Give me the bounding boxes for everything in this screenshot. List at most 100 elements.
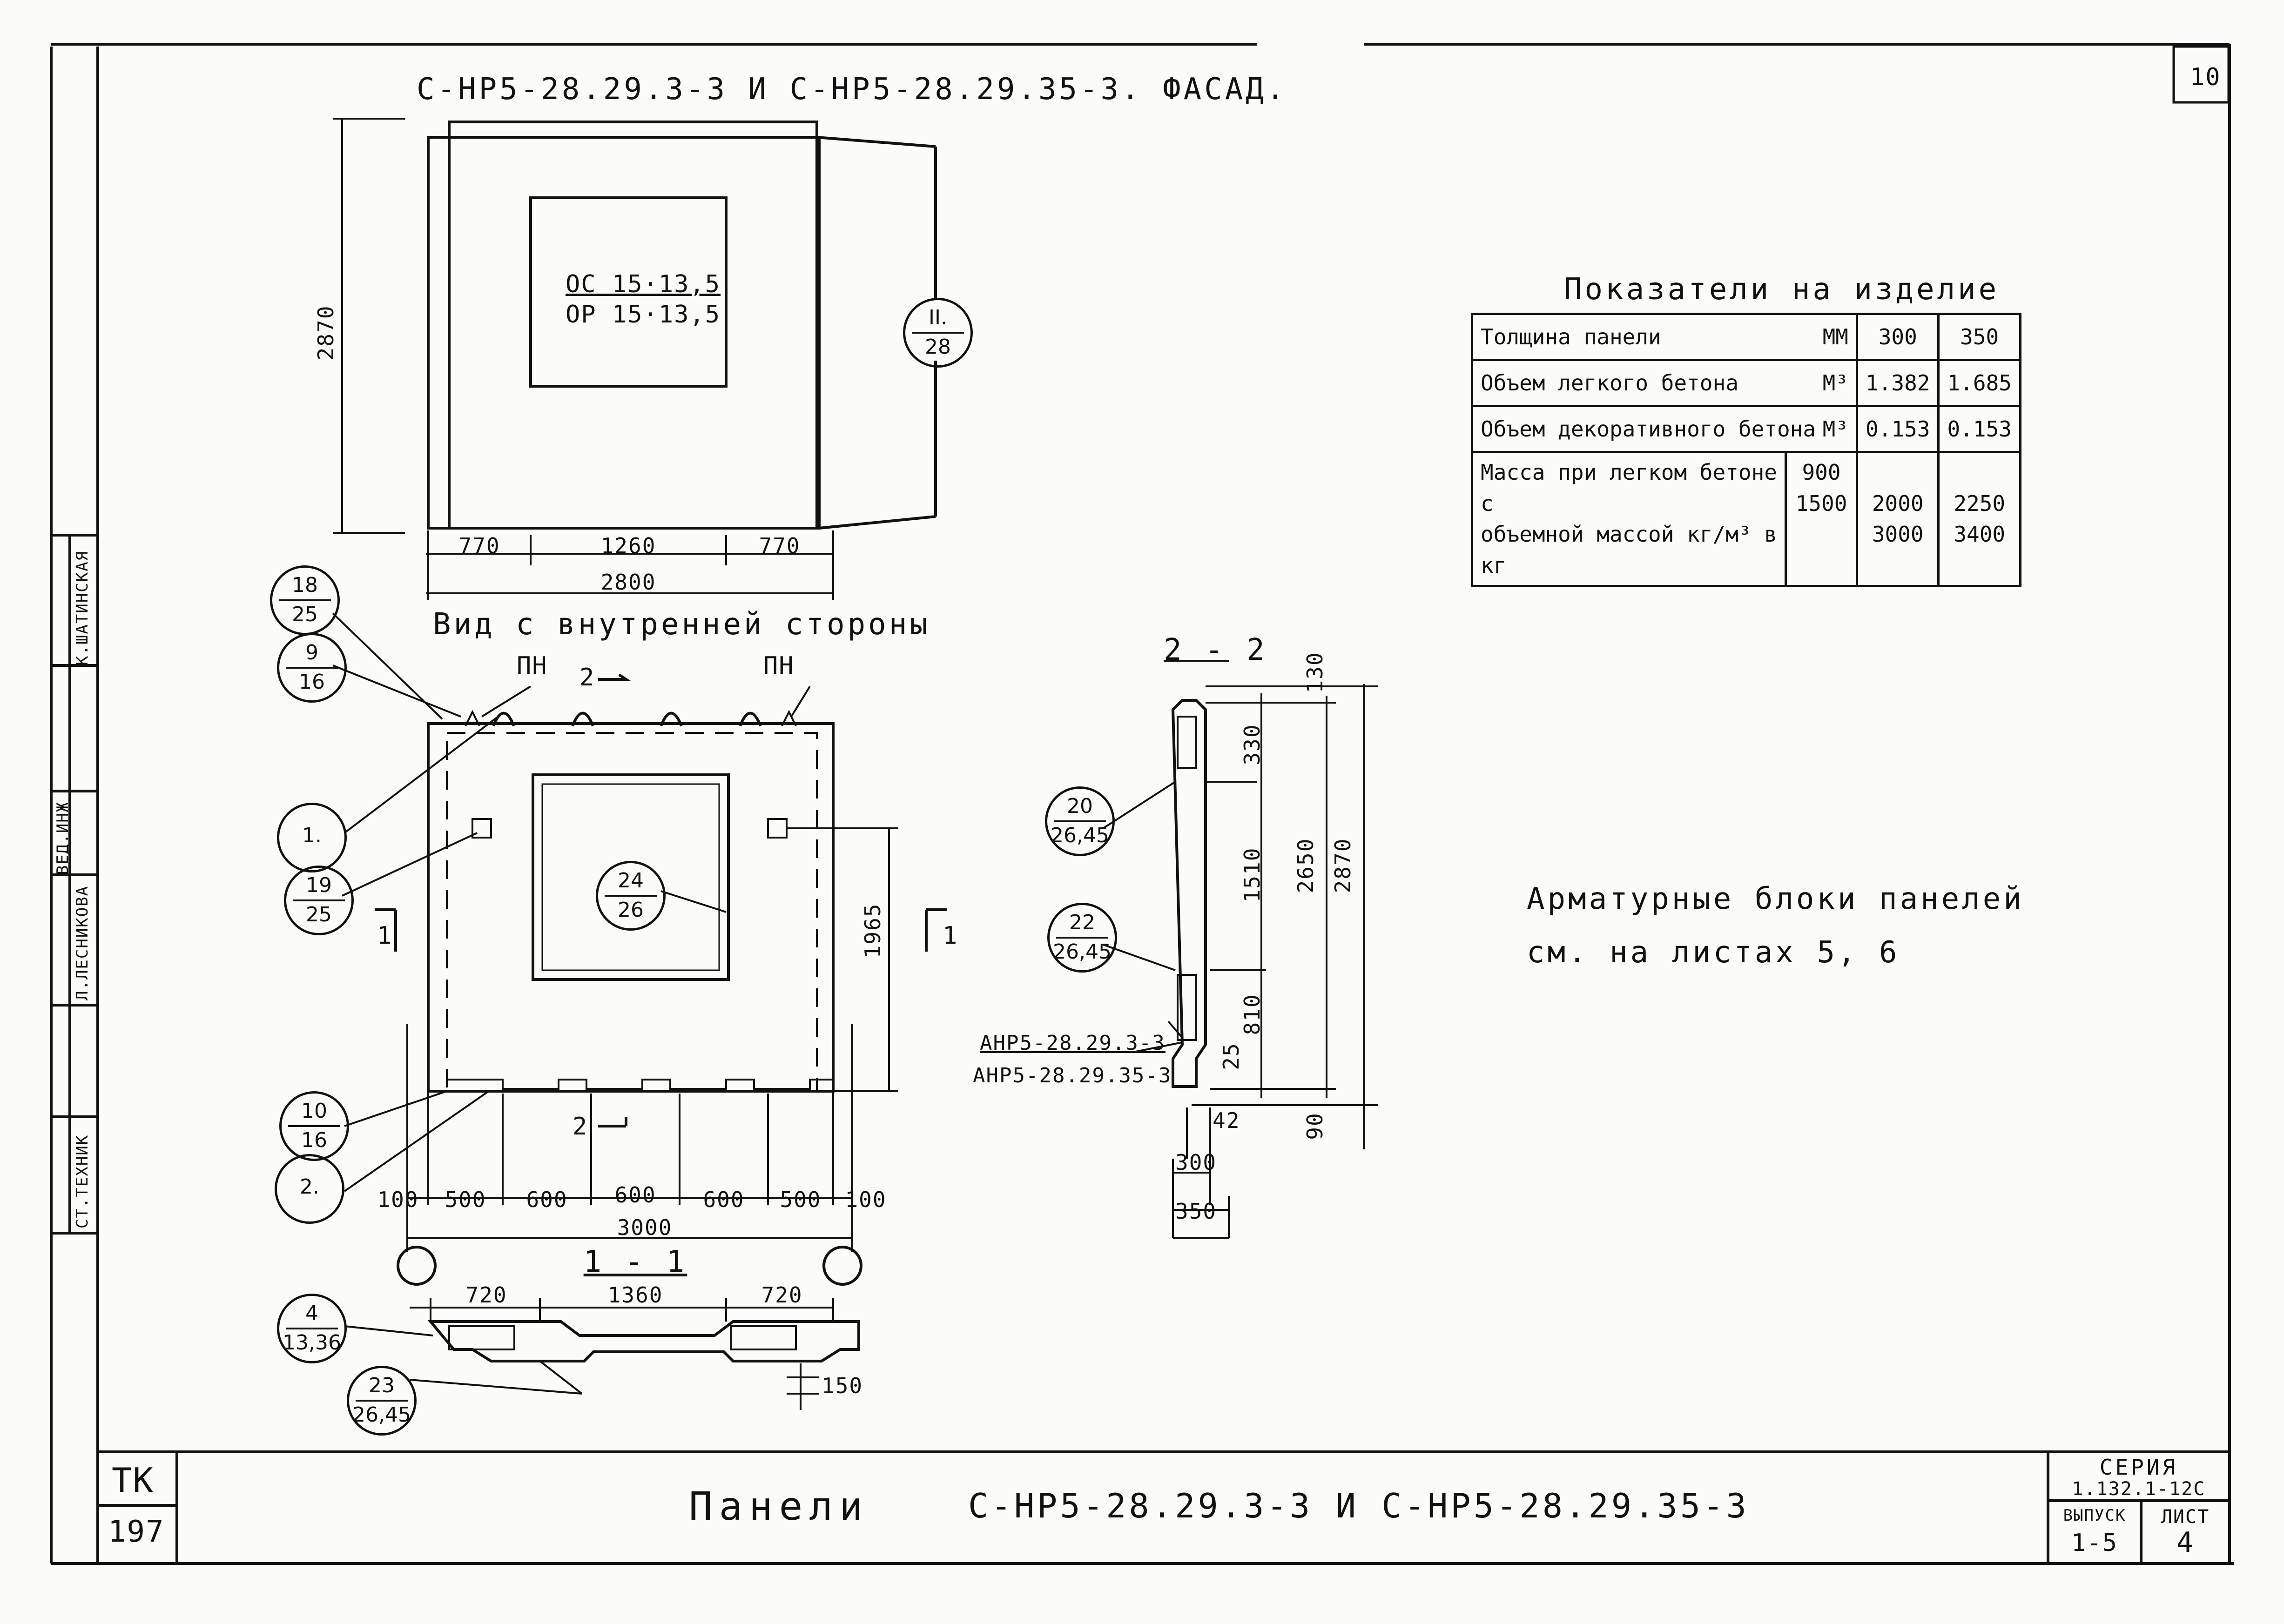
facade-dim-770-left: 770: [458, 533, 500, 558]
pn-left: ПН: [517, 652, 548, 680]
s22-dim-2870: 2870: [1330, 838, 1355, 893]
s22-dim-330: 330: [1240, 724, 1265, 765]
ref-20-26-45: 20 26,45: [1045, 786, 1115, 856]
stamp-code-tk: ТК: [112, 1461, 154, 1500]
inner-view-title: Вид с внутренней стороны: [433, 607, 930, 642]
ref-den: 26,45: [1051, 824, 1109, 847]
ref-num: 10: [301, 1099, 327, 1123]
s22-dim-810: 810: [1240, 993, 1265, 1035]
issue-label: ВЫПУСК: [2063, 1506, 2126, 1525]
facade-ref-mark: II. 28: [903, 298, 973, 368]
mass-v2: 2250 3400: [1937, 451, 2021, 587]
s22-dim-130: 130: [1302, 651, 1327, 693]
dim-bottom-total: 3000: [617, 1215, 673, 1240]
cell-label: Объем декоративного бетона: [1481, 416, 1816, 442]
s11-dim-1360: 1360: [607, 1282, 663, 1308]
ref-num: 20: [1067, 794, 1093, 818]
cell-v2: 350: [1937, 313, 2021, 361]
s11-dim-720-right: 720: [761, 1282, 803, 1308]
mass-label-1: Масса при легком бетоне с: [1481, 460, 1777, 516]
note-line-1: Арматурные блоки панелей: [1527, 882, 2024, 916]
ref-num: 24: [618, 869, 644, 893]
facade-drawing: [333, 118, 937, 600]
series-value: 1.132.1-12С: [2072, 1478, 2206, 1500]
row-label: Толщина панели ММ: [1471, 313, 1858, 361]
ref-den: 16: [301, 1128, 327, 1152]
dim-bottom-500-left: 500: [445, 1187, 486, 1212]
dim-1965: 1965: [860, 903, 885, 959]
ref-num: 23: [369, 1374, 395, 1397]
s22-dim-2650: 2650: [1293, 838, 1318, 893]
sheet-number: 10: [2190, 63, 2221, 91]
ref-num: 4: [305, 1302, 318, 1325]
section-mark-left: 1: [377, 922, 393, 950]
facade-title: С-НР5-28.29.3-3 И С-НР5-28.29.35-3. ФАСА…: [417, 72, 1287, 107]
ref-num: 9: [305, 641, 318, 664]
facade-dim-1260: 1260: [600, 533, 656, 558]
cell-v2: 0.153: [1937, 405, 2021, 453]
ref-2: 2.: [275, 1154, 344, 1224]
ref-num: 18: [292, 573, 318, 597]
sheet-number-box: [2172, 45, 2230, 104]
mass-label-2: объемной массой кг/м³ в кг: [1481, 522, 1777, 578]
facade-dim-total: 2800: [600, 570, 656, 595]
ref-num: 22: [1069, 911, 1095, 934]
mass-v2-900: 2250: [1954, 490, 2006, 516]
issue-value: 1-5: [2071, 1529, 2118, 1557]
title-rest: С-НР5-28.29.3-3 И С-НР5-28.29.35-3: [968, 1486, 1749, 1525]
s22-dim-42: 42: [1213, 1108, 1240, 1133]
section-1-1-title: 1 - 1: [583, 1245, 687, 1279]
dim-bottom-100-left: 100: [377, 1187, 419, 1212]
section-2-2-title: 2 - 2: [1164, 633, 1267, 667]
s22-dim-25: 25: [1219, 1042, 1244, 1070]
dim-bottom-600-a: 600: [526, 1187, 568, 1212]
mass-v1-900: 2000: [1872, 490, 1924, 516]
cell-unit: ММ: [1822, 324, 1848, 349]
ref-den: 25: [292, 603, 318, 626]
indicators-title: Показатели на изделие: [1564, 272, 2000, 307]
window-label-2: ОР 15·13,5: [566, 301, 721, 329]
s11-dim-150: 150: [822, 1373, 863, 1398]
note-line-2: см. на листах 5, 6: [1527, 935, 1900, 970]
dim-bottom-100-right: 100: [845, 1187, 887, 1212]
mass-label-cell: Масса при легком бетоне с объемной массо…: [1471, 451, 1858, 587]
cell-unit: М³: [1822, 416, 1848, 442]
density-1500: 1500: [1795, 490, 1847, 516]
stamp-name-4: СТ.ТЕХНИК: [73, 1134, 92, 1228]
cell-label: Толщина панели: [1481, 324, 1661, 349]
stamp-name-2: Л.ЛЕСНИКОВА: [73, 885, 92, 1000]
mass-v1: 2000 3000: [1855, 451, 1940, 587]
section-mark-right: 1: [943, 922, 958, 950]
stamp-name-1: К.ШАТИНСКАЯ: [73, 550, 92, 665]
section-1-1-drawing: [344, 1298, 860, 1410]
mass-v1-1500: 3000: [1872, 522, 1924, 547]
dim-bottom-600-c: 600: [703, 1187, 745, 1212]
ref-den: 25: [306, 903, 332, 926]
ref-den: 13,36: [283, 1331, 341, 1355]
s22-dim-350: 350: [1175, 1199, 1217, 1224]
inner-view-drawing: [332, 612, 947, 1286]
s22-dim-90: 90: [1302, 1112, 1327, 1140]
ref-num: 1.: [302, 824, 322, 847]
ref-den: 26,45: [1053, 940, 1112, 964]
table-row: Масса при легком бетоне с объемной массо…: [1471, 451, 2021, 587]
cell-v2: 1.685: [1937, 359, 2021, 407]
facade-dim-770-right: 770: [759, 533, 801, 558]
facade-dim-height: 2870: [313, 305, 338, 361]
cell-v1: 0.153: [1855, 405, 1940, 453]
s22-dim-1510: 1510: [1240, 847, 1265, 903]
window-label-1: ОС 15·13,5: [566, 270, 721, 298]
s22-callout-1: АНР5-28.29.3-3: [980, 1031, 1166, 1055]
dim-bottom-500-right: 500: [780, 1187, 822, 1212]
